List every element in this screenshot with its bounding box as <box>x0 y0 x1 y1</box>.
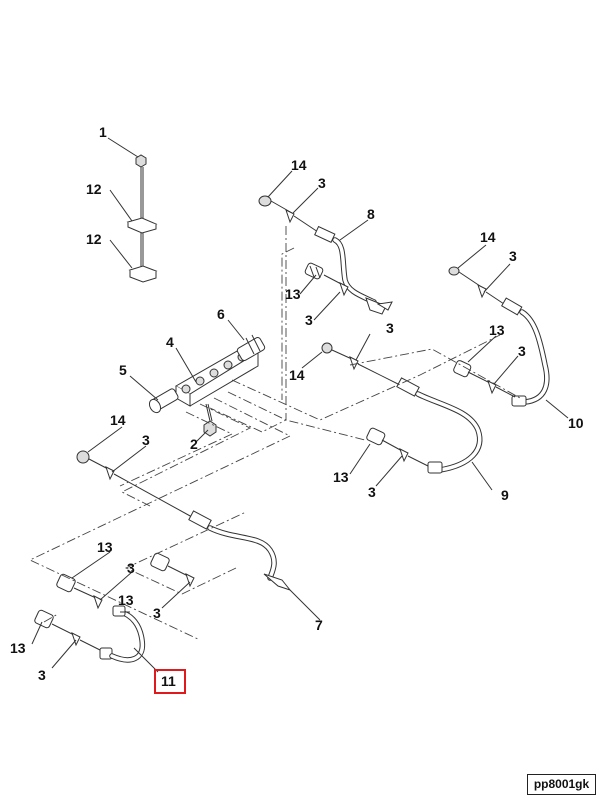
callout-9: 9 <box>501 487 509 503</box>
callout-14-hose-7: 14 <box>110 412 126 428</box>
leader-lines <box>31 137 569 673</box>
callout-12-upper: 12 <box>86 181 102 197</box>
highlighted-callout-box <box>154 669 186 694</box>
callout-4: 4 <box>166 334 174 350</box>
bolt-part-1 <box>135 154 147 222</box>
hose-part-10 <box>448 266 550 407</box>
hose-part-7 <box>76 450 292 592</box>
callout-7: 7 <box>315 617 323 633</box>
callout-3-hose-7: 3 <box>142 432 150 448</box>
callout-3-hose-9: 3 <box>386 320 394 336</box>
callout-14-hose-10: 14 <box>480 229 496 245</box>
callout-14-hose-9: 14 <box>289 367 305 383</box>
pressure-sensor-part-6 <box>236 334 266 361</box>
callout-3-center: 3 <box>153 605 161 621</box>
fitting-part-13-upper <box>304 262 349 297</box>
callout-3-hose-9-lower: 3 <box>368 484 376 500</box>
callout-13-hose-10: 13 <box>489 322 505 338</box>
callout-8: 8 <box>367 206 375 222</box>
fitting-part-13-left <box>56 573 103 610</box>
callout-13-center: 13 <box>118 592 134 608</box>
callout-11: 11 <box>161 673 176 689</box>
callout-13-hose-8: 13 <box>285 286 301 302</box>
fuel-rail-part-4 <box>174 345 260 407</box>
hose-part-9 <box>321 342 483 474</box>
callout-10: 10 <box>568 415 584 431</box>
callout-3-hose-8: 3 <box>318 175 326 191</box>
callout-12-lower: 12 <box>86 231 102 247</box>
callout-13-left: 13 <box>97 539 113 555</box>
callout-3-left: 3 <box>127 560 135 576</box>
bolt-part-2 <box>203 403 217 437</box>
callout-5: 5 <box>119 362 127 378</box>
callout-3-hose-10-lower: 3 <box>518 343 526 359</box>
callout-13-hose-9: 13 <box>333 469 349 485</box>
callout-2: 2 <box>190 436 198 452</box>
callout-14-hose-8: 14 <box>291 157 307 173</box>
hose-part-8 <box>258 195 393 315</box>
bracket-part-12-upper <box>126 217 158 234</box>
callout-3-hose-11: 3 <box>38 667 46 683</box>
callout-1: 1 <box>99 124 107 140</box>
bracket-part-12-lower <box>128 233 158 283</box>
assembly-guide-lines <box>28 226 521 641</box>
callout-3-upper-fitting: 3 <box>305 312 313 328</box>
callout-13-hose-11: 13 <box>10 640 26 656</box>
reference-code: pp8001gk <box>527 774 596 795</box>
callout-3-hose-10: 3 <box>509 248 517 264</box>
hose-part-11 <box>34 605 146 663</box>
callout-6: 6 <box>217 306 225 322</box>
pressure-valve-part-5 <box>148 388 179 414</box>
